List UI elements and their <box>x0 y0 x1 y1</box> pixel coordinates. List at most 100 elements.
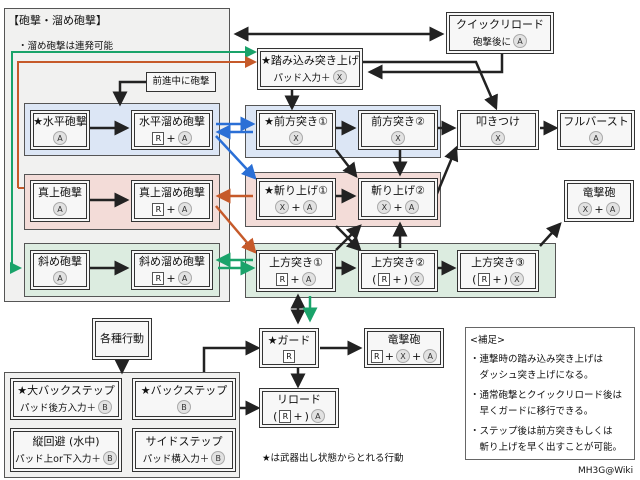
quick-reload-label: クイックリロード <box>456 18 544 31</box>
x-button-icon: X <box>332 70 347 84</box>
slash-up-2-label: 斬り上げ② <box>371 184 425 197</box>
paren-close: ) <box>503 272 508 286</box>
plus-sign: + <box>291 200 301 214</box>
supplement-title: <補足> <box>470 335 505 346</box>
a-button-icon: A <box>53 131 67 145</box>
x-button-icon: X <box>289 131 303 145</box>
slash-up-2-node: 斬り上げ② X+A <box>358 178 438 220</box>
upward-charge-node: 真上溜め砲撃 R+A <box>131 180 213 222</box>
full-burst-node: フルバースト A <box>557 110 635 150</box>
guard-wyvern-node: 竜撃砲 R+X+A <box>364 328 444 368</box>
x-button-icon: X <box>491 131 505 145</box>
upward-shot-label: 真上砲撃 <box>38 186 82 199</box>
a-button-icon: A <box>404 200 419 214</box>
a-button-icon: A <box>53 271 67 285</box>
x-button-icon: X <box>391 131 405 145</box>
plus-sign: + <box>290 272 300 286</box>
upthrust-3-label: 上方突き③ <box>471 256 525 269</box>
reload-label: リロード <box>277 393 321 406</box>
a-button-icon: A <box>302 200 317 214</box>
a-button-icon: A <box>177 131 192 145</box>
x-button-icon: X <box>509 272 524 286</box>
a-button-icon: A <box>310 409 325 423</box>
slam-node: 叩きつけ X <box>457 110 539 150</box>
x-button-icon: X <box>578 202 593 216</box>
r-button-icon: R <box>279 409 292 423</box>
plus-sign: + <box>166 271 176 285</box>
moving-fire-node: 前進中に砲撃 <box>146 72 216 92</box>
forward-thrust-2-label: 前方突き② <box>371 115 425 128</box>
big-backstep-sub: パッド後方入力＋ <box>19 403 96 414</box>
horizontal-shot-label: ★水平砲撃 <box>33 115 87 128</box>
forward-thrust-1-node: ★前方突き① X <box>256 110 336 150</box>
plus-sign: + <box>384 349 394 363</box>
plus-sign: + <box>393 200 403 214</box>
diagonal-charge-node: 斜め溜め砲撃 R+A <box>131 250 213 290</box>
paren-close: ) <box>304 409 309 423</box>
slam-label: 叩きつけ <box>476 115 520 128</box>
supplement-line: ・連撃時の踏み込み突き上げは <box>470 354 604 365</box>
big-backstep-label: ★大バックステップ <box>17 384 115 397</box>
a-button-icon: A <box>589 131 603 145</box>
supplement-line: ・通常砲撃とクイックリロード後は <box>470 390 623 401</box>
r-button-icon: R <box>478 272 491 286</box>
upthrust-3-node: 上方突き③ (R+)X <box>457 250 539 292</box>
diagonal-shot-node: 斜め砲撃 A <box>30 250 90 290</box>
diagonal-shot-label: 斜め砲撃 <box>38 255 82 268</box>
vertical-dodge-node: 縦回避 (水中) パッド上or下入力＋B <box>10 428 122 472</box>
upthrust-2-label: 上方突き② <box>371 256 425 269</box>
x-button-icon: X <box>396 349 410 363</box>
backstep-label: ★バックステップ <box>140 384 228 397</box>
quick-reload-sub: 砲撃後に <box>472 37 511 48</box>
plus-sign: + <box>594 202 604 216</box>
plus-sign: + <box>392 272 402 286</box>
step-thrust-label: ★踏み込み突き上げ <box>261 54 359 67</box>
r-button-icon: R <box>283 349 295 363</box>
diagonal-charge-label: 斜め溜め砲撃 <box>139 255 205 268</box>
horizontal-charge-label: 水平溜め砲撃 <box>139 115 205 128</box>
supplement-panel <box>465 327 635 460</box>
paren-open: ( <box>372 272 377 286</box>
vertical-dodge-label: 縦回避 (水中) <box>32 435 100 448</box>
guard-node: ★ガード R <box>259 328 319 368</box>
side-step-label: サイドステップ <box>145 435 223 448</box>
a-button-icon: A <box>301 272 316 286</box>
step-thrust-node: ★踏み込み突き上げ パッド入力＋X <box>257 48 363 90</box>
credit: MH3G@Wiki <box>578 466 634 476</box>
r-button-icon: R <box>370 349 383 363</box>
forward-thrust-1-label: ★前方突き① <box>264 115 328 128</box>
upward-shot-node: 真上砲撃 A <box>30 180 90 222</box>
r-button-icon: R <box>378 272 391 286</box>
plus-sign: + <box>293 409 303 423</box>
supplement-box: <補足> ・連撃時の踏み込み突き上げは ダッシュ突き上げになる。 ・通常砲撃とク… <box>470 332 632 456</box>
misc-actions-node: 各種行動 <box>92 318 152 360</box>
paren-open: ( <box>472 272 477 286</box>
guard-label: ★ガード <box>267 333 311 347</box>
a-button-icon: A <box>513 34 527 48</box>
upthrust-1-label: 上方突き① <box>269 256 323 269</box>
b-button-icon: B <box>102 451 117 465</box>
supplement-line: 早くガードに移行できる。 <box>470 406 594 417</box>
paren-open: ( <box>273 409 278 423</box>
b-button-icon: B <box>98 400 112 414</box>
full-burst-label: フルバースト <box>563 115 629 128</box>
r-button-icon: R <box>152 202 165 216</box>
big-backstep-node: ★大バックステップ パッド後方入力＋B <box>10 378 122 420</box>
r-button-icon: R <box>152 131 165 145</box>
plus-sign: + <box>166 131 176 145</box>
misc-actions-label: 各種行動 <box>100 332 144 345</box>
step-thrust-sub: パッド入力＋ <box>273 73 331 84</box>
horizontal-charge-node: 水平溜め砲撃 R+A <box>131 110 213 150</box>
a-button-icon: A <box>53 202 67 216</box>
b-button-icon: B <box>211 451 226 465</box>
guard-wyvern-label: 竜撃砲 <box>387 333 421 346</box>
x-button-icon: X <box>377 200 392 214</box>
slash-up-1-node: ★斬り上げ① X+A <box>256 178 336 220</box>
footnote: ★は武器出し状態からとれる行動 <box>262 453 404 464</box>
backstep-node: ★バックステップ B <box>132 378 236 420</box>
r-button-icon: R <box>152 271 165 285</box>
side-step-node: サイドステップ パッド横入力＋B <box>132 428 236 472</box>
moving-fire-label: 前進中に砲撃 <box>152 76 210 87</box>
